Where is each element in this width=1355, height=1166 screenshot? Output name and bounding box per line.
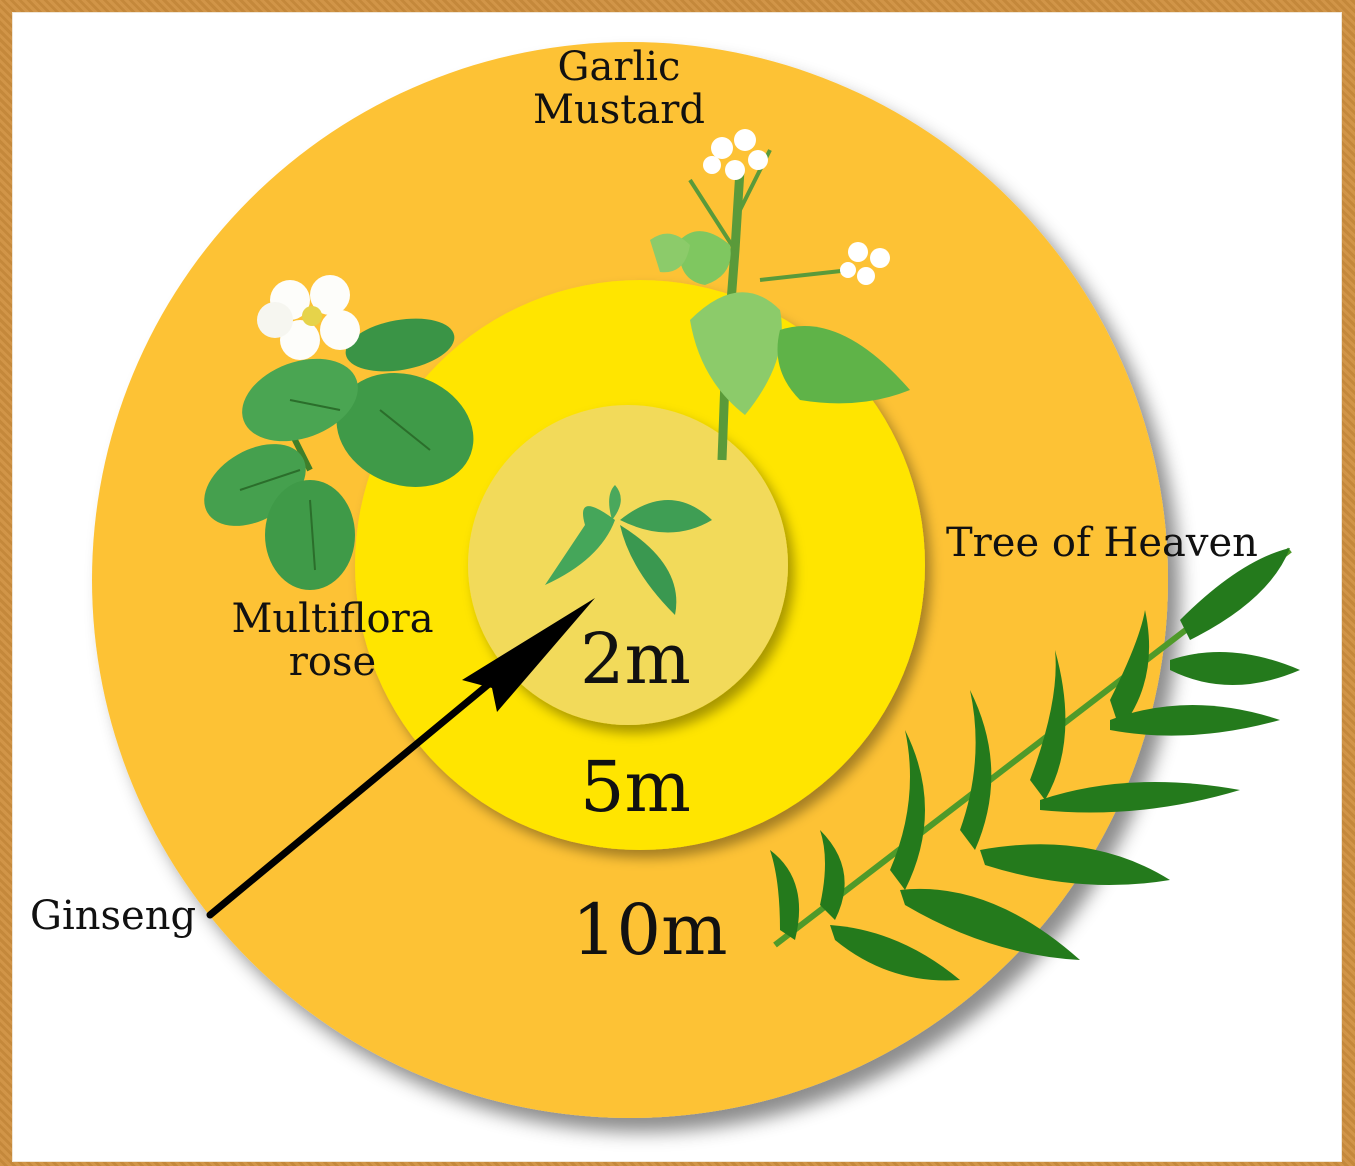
tree-of-heaven-label: Tree of Heaven	[946, 522, 1258, 565]
ring-label-5m: 5m	[580, 750, 691, 826]
ring-label-2m: 2m	[580, 622, 691, 698]
multiflora-rose-label-line2: rose	[215, 641, 450, 684]
ginseng-label: Ginseng	[30, 895, 196, 938]
garlic-mustard-label-line2: Mustard	[524, 89, 714, 132]
ring-label-10m: 10m	[572, 893, 727, 969]
garlic-mustard-label: Garlic Mustard	[524, 46, 714, 132]
garlic-mustard-label-line1: Garlic	[524, 46, 714, 89]
multiflora-rose-label-line1: Multiflora	[215, 598, 450, 641]
multiflora-rose-label: Multiflora rose	[215, 598, 450, 684]
